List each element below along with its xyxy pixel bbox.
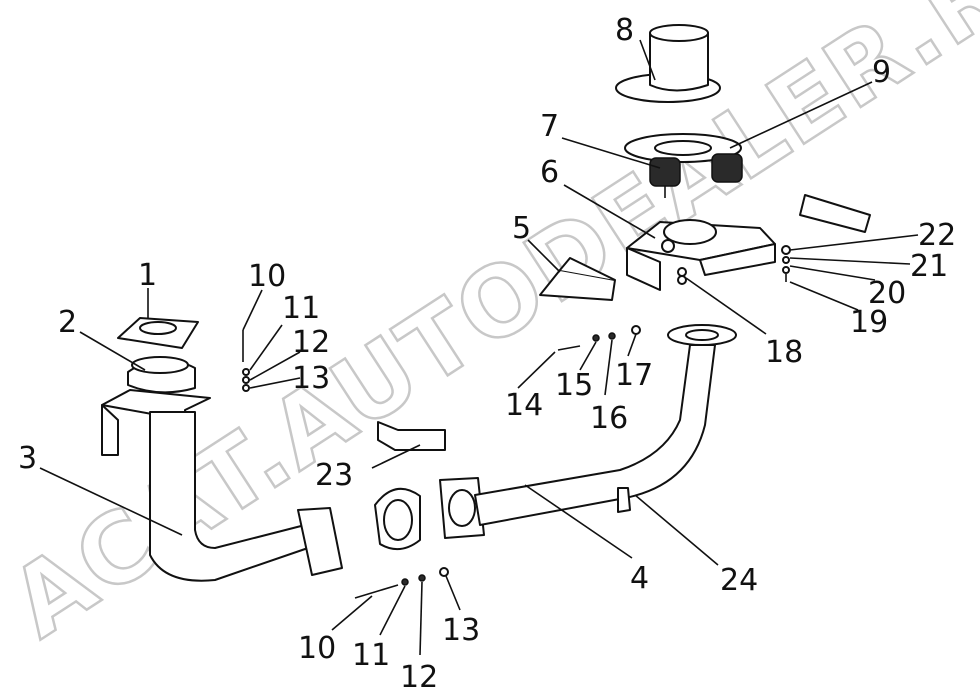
clamp-ring bbox=[127, 356, 196, 394]
callout-7: 7 bbox=[540, 109, 559, 144]
callout-3: 3 bbox=[18, 441, 37, 476]
upper-bracket bbox=[799, 194, 871, 233]
callout-labels: 1 2 3 4 5 6 7 8 9 10 11 12 13 14 15 16 1… bbox=[18, 13, 956, 695]
callout-11-top: 11 bbox=[282, 291, 320, 326]
left-exhaust-pipe bbox=[101, 389, 343, 582]
callout-2: 2 bbox=[58, 305, 77, 340]
callout-4: 4 bbox=[630, 561, 649, 596]
callout-13-top: 13 bbox=[292, 361, 330, 396]
right-exhaust-pipe bbox=[439, 324, 737, 539]
pipe-clamp bbox=[374, 487, 421, 551]
callout-18: 18 bbox=[765, 335, 803, 370]
exhaust-cap bbox=[615, 24, 721, 103]
bolt-set-lower bbox=[354, 567, 449, 599]
callout-10-bottom: 10 bbox=[298, 631, 336, 666]
bolt-set-right bbox=[677, 245, 791, 285]
callout-6: 6 bbox=[540, 155, 559, 190]
bolt-set-middle bbox=[557, 325, 641, 351]
callout-16: 16 bbox=[590, 401, 628, 436]
spring-plate-assembly bbox=[624, 133, 743, 198]
callout-5: 5 bbox=[512, 211, 531, 246]
callout-21: 21 bbox=[910, 249, 948, 284]
callout-15: 15 bbox=[555, 368, 593, 403]
callout-12-top: 12 bbox=[292, 325, 330, 360]
callout-8: 8 bbox=[615, 13, 634, 48]
callout-24: 24 bbox=[720, 563, 758, 598]
small-bracket bbox=[539, 257, 616, 301]
callout-10-top: 10 bbox=[248, 259, 286, 294]
bolt-set-upper bbox=[242, 330, 250, 392]
callout-22: 22 bbox=[918, 218, 956, 253]
leader-lines bbox=[39, 39, 919, 656]
callout-1: 1 bbox=[138, 258, 157, 293]
callout-13-bottom: 13 bbox=[442, 613, 480, 648]
callout-14: 14 bbox=[505, 388, 543, 423]
callout-17: 17 bbox=[615, 358, 653, 393]
heat-shield-plate bbox=[377, 421, 446, 451]
mounting-bracket bbox=[626, 219, 776, 291]
callout-19: 19 bbox=[850, 305, 888, 340]
callout-23: 23 bbox=[315, 458, 353, 493]
callout-12-bottom: 12 bbox=[400, 660, 438, 695]
callout-20: 20 bbox=[868, 276, 906, 311]
callout-9: 9 bbox=[872, 55, 891, 90]
top-flange bbox=[117, 317, 199, 349]
callout-11-bottom: 11 bbox=[352, 638, 390, 673]
